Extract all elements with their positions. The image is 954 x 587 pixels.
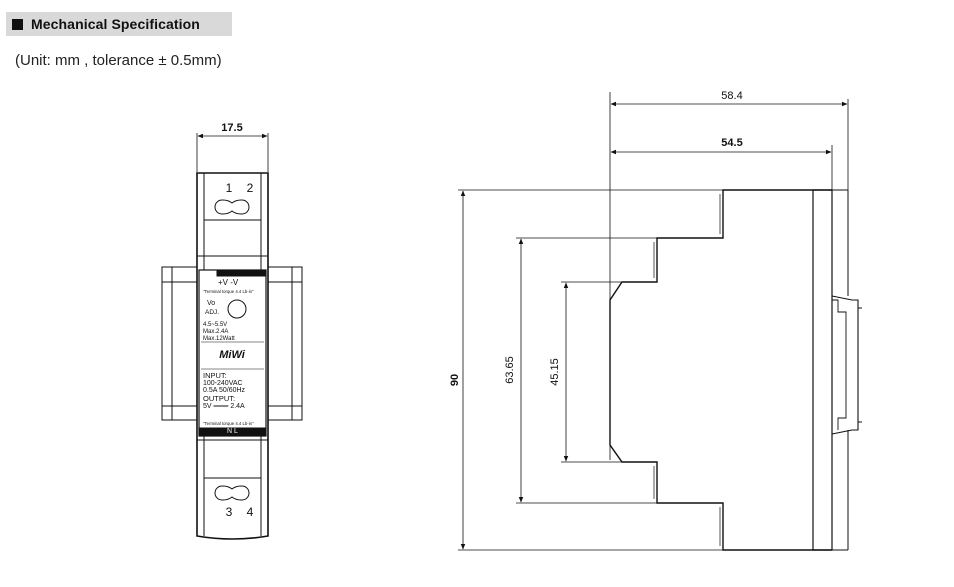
label-bottom-bar <box>198 427 267 437</box>
height-mid-label: 63.65 <box>504 356 516 384</box>
terminal-number-2: 2 <box>247 181 254 195</box>
terminal-torque-bottom: "Terminal torque 4.4 Lb-in" <box>203 421 254 426</box>
input-voltage: 100-240VAC <box>203 380 243 387</box>
side-view <box>458 92 862 551</box>
side-view-text: 58.4 54.5 90 63.65 45.15 <box>449 90 743 386</box>
unit-note: (Unit: mm , tolerance ± 0.5mm) <box>15 52 222 69</box>
depth-body-label: 54.5 <box>721 137 742 149</box>
top-terminal-screws-icon <box>214 199 250 215</box>
side-body-back <box>812 189 833 551</box>
output-title: OUTPUT: <box>203 394 235 403</box>
depth-total-label: 58.4 <box>721 90 742 102</box>
terminal-torque-top: "Terminal torque 4.4 Lb-in" <box>203 289 254 294</box>
terminal-number-3: 3 <box>226 505 233 519</box>
front-label-panel <box>198 269 267 437</box>
vo-label: Vo <box>207 300 215 307</box>
voltage-range: 4.5~5.5V <box>203 322 227 328</box>
front-view <box>161 133 303 540</box>
max-current: Max.2.4A <box>203 329 228 335</box>
output-rating: 5V ═══ 2.4A <box>203 403 245 410</box>
vo-adj-potentiometer-icon <box>227 299 247 319</box>
label-top-bar <box>216 269 267 277</box>
brand-logo: MiWi <box>219 349 246 361</box>
terminal-number-1: 1 <box>226 181 233 195</box>
height-total-label: 90 <box>449 374 461 386</box>
width-dimension-label: 17.5 <box>221 122 242 134</box>
side-housing-profile <box>609 189 832 551</box>
section-bullet-icon <box>12 18 23 30</box>
input-title: INPUT: <box>203 371 227 380</box>
din-rail-clip <box>831 295 859 435</box>
section-title: Mechanical Specification <box>31 16 200 32</box>
din-rail-clip-inner <box>832 299 847 430</box>
section-header: Mechanical Specification <box>6 12 232 36</box>
output-terminal-marks: +V -V <box>218 278 239 287</box>
height-inner-label: 45.15 <box>549 358 561 386</box>
bottom-terminal-screws-icon <box>214 485 250 501</box>
ac-terminal-marks: N L <box>227 428 238 435</box>
terminal-number-4: 4 <box>247 505 254 519</box>
front-view-text: 17.5 1 2 3 4 +V -V "Terminal torque 4.4 … <box>203 122 254 519</box>
max-power: Max.12Watt <box>203 336 235 342</box>
input-rating: 0.5A 50/60Hz <box>203 387 246 394</box>
adj-label: ADJ. <box>205 309 219 316</box>
